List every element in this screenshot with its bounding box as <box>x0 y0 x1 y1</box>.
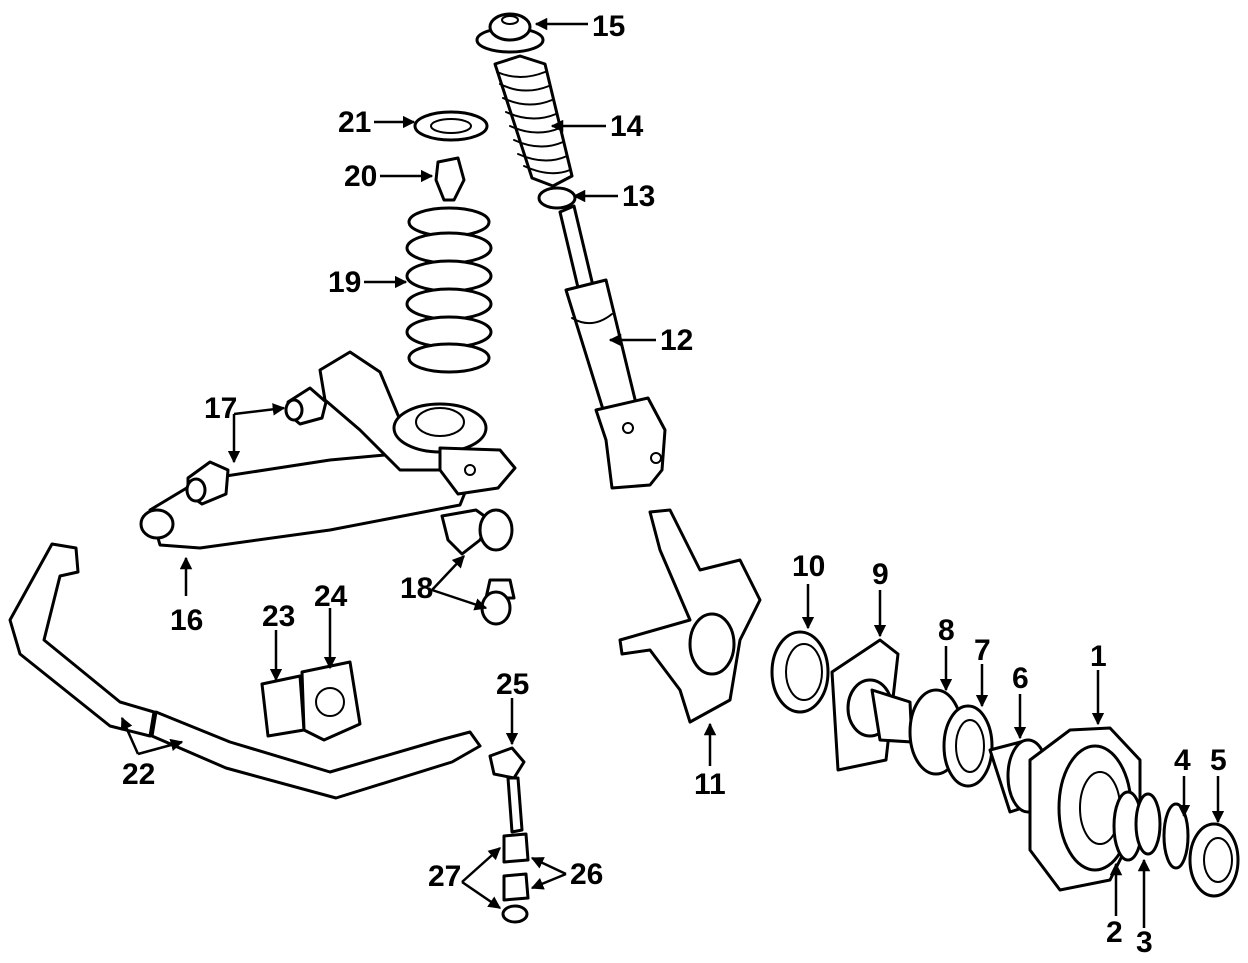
callout-22: 22 <box>122 758 155 791</box>
callout-18: 18 <box>400 572 433 605</box>
callout-26: 26 <box>570 858 603 891</box>
callout-5: 5 <box>1210 744 1227 777</box>
callout-13: 13 <box>622 180 655 213</box>
strut-coil-spring <box>493 54 574 188</box>
callout-2: 2 <box>1106 916 1123 949</box>
strut-upper-mount <box>475 12 545 54</box>
dust-seal <box>770 630 830 714</box>
callout-27: 27 <box>428 860 461 893</box>
stabilizer-bushing-and-bracket <box>260 660 362 742</box>
callout-7: 7 <box>974 634 991 667</box>
callout-12: 12 <box>660 324 693 357</box>
callout-9: 9 <box>872 558 889 591</box>
spring-seat <box>537 186 577 210</box>
bump-stop <box>434 156 466 202</box>
callout-21: 21 <box>338 106 371 139</box>
callout-25: 25 <box>496 668 529 701</box>
control-arm-bushings <box>185 386 328 506</box>
steering-knuckle <box>618 508 762 724</box>
callout-19: 19 <box>328 266 361 299</box>
leader-lines <box>120 17 1225 928</box>
callout-labels: 15 14 13 12 21 20 19 17 16 18 23 24 22 2… <box>122 10 1227 959</box>
callout-17: 17 <box>204 392 237 425</box>
spring-upper-insulator <box>413 110 489 142</box>
callout-10: 10 <box>792 550 825 583</box>
callout-23: 23 <box>262 600 295 633</box>
callout-16: 16 <box>170 604 203 637</box>
stabilizer-link <box>488 746 530 924</box>
bearing-seals <box>908 688 994 788</box>
stabilizer-bar <box>8 542 482 800</box>
strut-assembly <box>558 204 667 490</box>
callout-15: 15 <box>592 10 625 43</box>
lower-control-arm <box>139 350 517 550</box>
callout-6: 6 <box>1012 662 1029 695</box>
callout-1: 1 <box>1090 640 1107 673</box>
callout-11: 11 <box>694 768 726 801</box>
lower-coil-spring <box>405 206 493 374</box>
callout-24: 24 <box>314 580 348 613</box>
lower-ball-joint <box>440 508 516 626</box>
callout-3: 3 <box>1136 926 1153 959</box>
callout-8: 8 <box>938 614 955 647</box>
hub-small-parts <box>1112 790 1240 898</box>
dust-shield <box>830 638 914 772</box>
callout-4: 4 <box>1174 744 1191 777</box>
callout-20: 20 <box>344 160 377 193</box>
callout-14: 14 <box>610 110 644 143</box>
